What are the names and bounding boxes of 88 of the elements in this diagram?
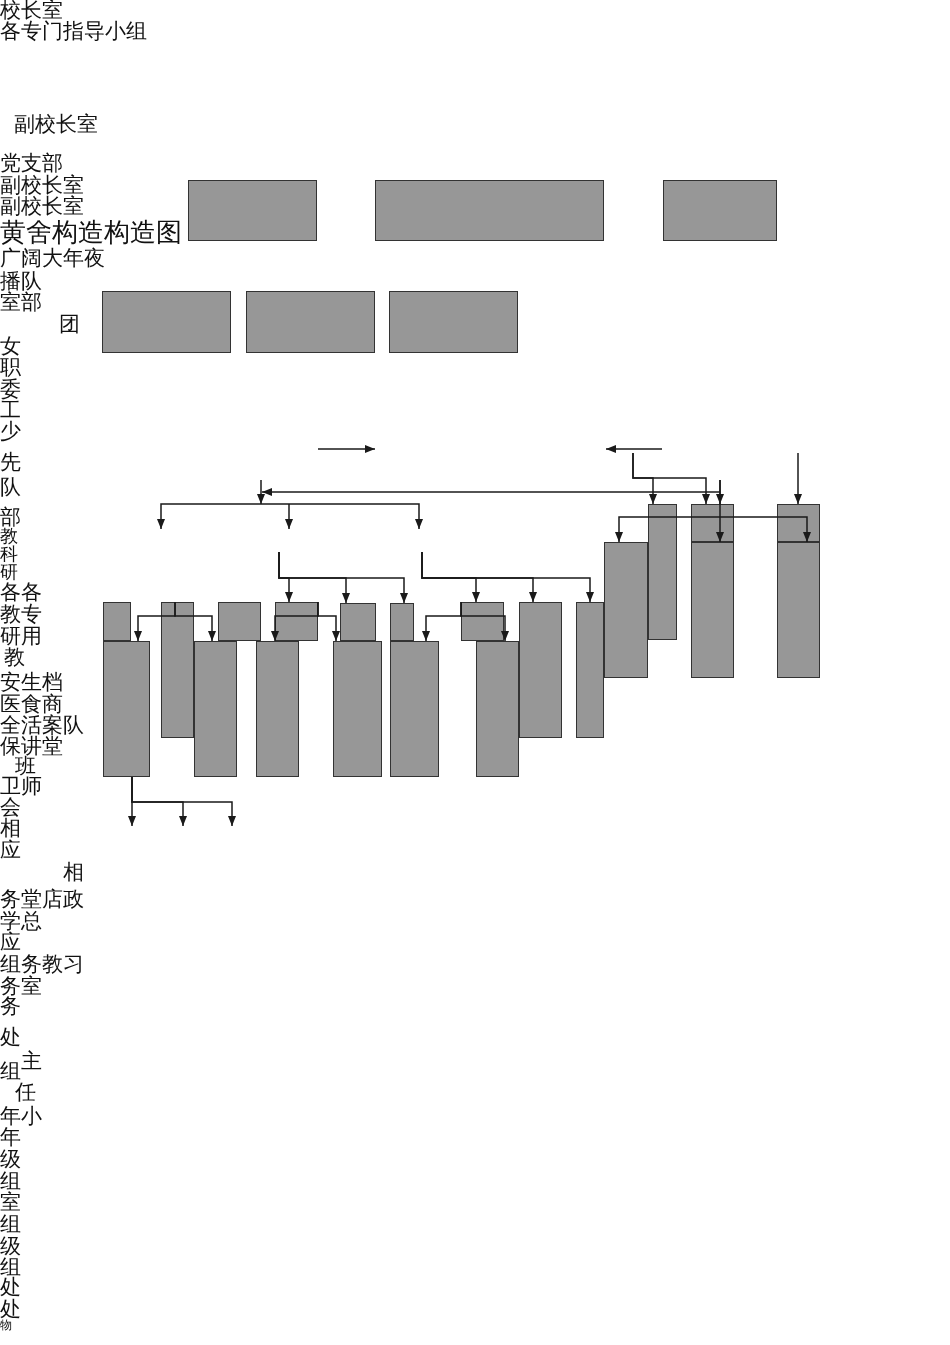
unit-label: 女 (0, 336, 21, 356)
unit-label: 主 (21, 1051, 42, 1071)
unit-label: 各专门指导小组 (0, 21, 147, 41)
blank-box (161, 602, 194, 738)
unit-label: 全活案队 (0, 715, 84, 735)
unit-label: 各各 (0, 582, 42, 602)
blank-box (476, 641, 519, 777)
arrow (278, 551, 408, 604)
unit-label: 保讲堂 (0, 736, 63, 756)
unit-label: 学总 (0, 911, 42, 931)
blank-box (102, 291, 231, 353)
blank-box (390, 603, 414, 641)
unit-label: 委 (0, 379, 21, 399)
unit-label: 组务教习 (0, 954, 84, 974)
blank-box (604, 542, 648, 678)
unit-label: 处 (0, 1299, 21, 1319)
unit-label: 级 (0, 1149, 21, 1169)
unit-label: 副校长室 (0, 196, 84, 216)
arrow (632, 452, 710, 505)
unit-label: 务 (0, 996, 21, 1016)
unit-label: 教 (4, 647, 25, 667)
unit-label: 组 (0, 1171, 21, 1191)
unit-label: 医食商 (0, 694, 63, 714)
unit-label: 任 (15, 1082, 36, 1102)
chart-title: 黄舍构造构造图 (0, 218, 182, 246)
arrow (716, 479, 724, 543)
unit-label: 相 (0, 818, 21, 838)
unit-label: 部 (0, 507, 21, 527)
blank-box (390, 641, 439, 777)
arrow (421, 551, 594, 603)
unit-label: 组 (0, 1061, 21, 1081)
unit-label: 党支部 (0, 153, 63, 173)
arrow (174, 601, 216, 642)
unit-label: 年 (0, 1127, 21, 1147)
unit-label: 研用 (0, 626, 42, 646)
blank-box (256, 641, 299, 777)
unit-label: 应 (0, 932, 21, 952)
blank-box (333, 641, 382, 777)
unit-label: 年小 (0, 1106, 42, 1126)
unit-label: 务堂店政 (0, 889, 84, 909)
blank-box (777, 542, 820, 678)
unit-label: 卫师 (0, 776, 42, 796)
blank-box (663, 180, 777, 241)
unit-label: 工 (0, 400, 21, 420)
arrow (615, 516, 756, 543)
blank-box (246, 291, 375, 353)
unit-label: 教专 (0, 604, 42, 624)
blank-box (777, 504, 820, 542)
unit-label: 班 (15, 756, 36, 776)
unit-label: 应 (0, 840, 21, 860)
blank-box (188, 180, 317, 241)
blank-box (340, 603, 376, 641)
arrow (317, 601, 340, 642)
unit-label: 物 (0, 1319, 12, 1331)
unit-label: 组 (0, 1214, 21, 1234)
arrow (794, 452, 802, 505)
blank-box (691, 542, 734, 678)
unit-label: 安生档 (0, 672, 63, 692)
unit-label: 队 (0, 477, 21, 497)
unit-label: 级 (0, 1236, 21, 1256)
arrow (131, 776, 236, 827)
unit-label: 组 (0, 1257, 21, 1277)
blank-box (648, 504, 677, 640)
unit-label: 播队 (0, 271, 42, 291)
unit-label: 研 (0, 563, 18, 581)
blank-box (194, 641, 237, 777)
unit-label: 科 (0, 545, 18, 563)
unit-label: 职 (0, 357, 21, 377)
unit-label: 广阔大年夜 (0, 248, 105, 268)
blank-box (519, 602, 562, 738)
unit-label: 室部 (0, 292, 42, 312)
blank-box (389, 291, 518, 353)
blank-box (218, 602, 261, 641)
unit-label: 副校长室 (0, 175, 84, 195)
blank-box (103, 602, 131, 641)
unit-label: 处 (0, 1027, 21, 1047)
unit-label: 副校长室 (14, 114, 98, 134)
blank-box (103, 641, 150, 777)
unit-label: 教 (0, 527, 18, 545)
unit-label: 先 (0, 452, 21, 472)
unit-label: 处 (0, 1277, 21, 1297)
unit-label: 相 (63, 862, 84, 882)
unit-label: 团 (59, 314, 80, 334)
unit-label: 少 (0, 421, 21, 441)
blank-box (576, 602, 604, 738)
unit-label: 会 (0, 797, 21, 817)
arrow (754, 516, 811, 543)
blank-box (375, 180, 604, 241)
